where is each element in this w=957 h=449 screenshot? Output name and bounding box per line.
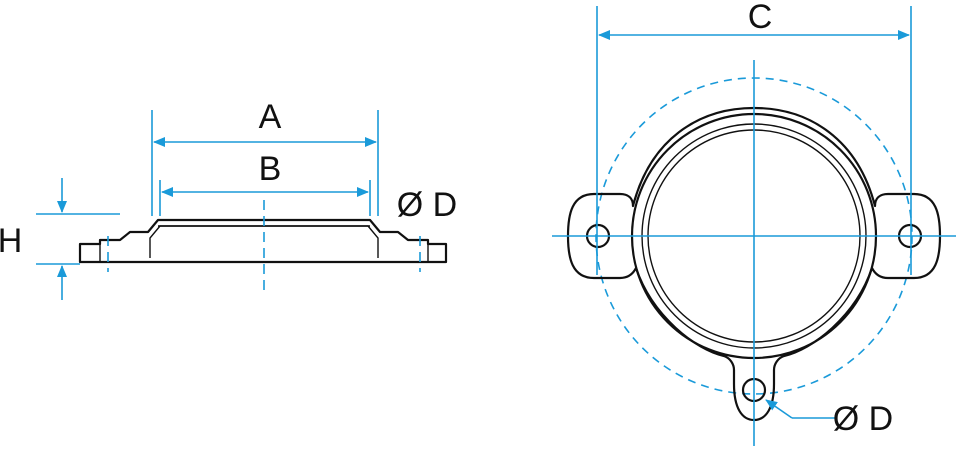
side-view-outline (78, 218, 448, 264)
label-c: C (748, 0, 773, 36)
side-view: A B H Ø D (0, 98, 457, 300)
top-view: C Ø D (552, 0, 956, 446)
label-h: H (0, 222, 22, 260)
label-d-top: Ø D (833, 400, 893, 438)
flange-outline (566, 106, 942, 422)
label-b: B (259, 150, 282, 188)
dim-d-leader-arrow (765, 399, 793, 419)
label-d-side: Ø D (397, 186, 457, 224)
label-a: A (259, 98, 282, 136)
